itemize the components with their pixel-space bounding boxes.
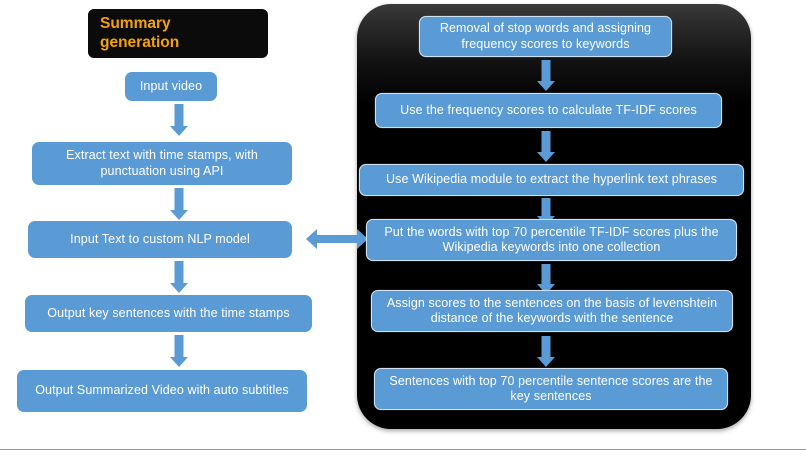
arrow-shaft [174, 104, 184, 126]
arrow-head [537, 284, 555, 294]
arrow-shaft [541, 336, 551, 357]
node-levenshtein-scores[interactable]: Assign scores to the sentences on the ba… [371, 290, 733, 332]
page-title-text: Summary generation [100, 14, 180, 51]
node-input-video[interactable]: Input video [125, 72, 217, 101]
arrow-shaft [174, 261, 184, 283]
arrow-shaft [174, 335, 184, 357]
node-output-summarized-label: Output Summarized Video with auto subtit… [35, 383, 289, 398]
node-stopword-removal-label: Removal of stop words and assigning freq… [439, 21, 652, 51]
bottom-divider [0, 449, 806, 450]
arrow-head-left [306, 229, 317, 249]
arrow-shaft [174, 188, 184, 210]
node-tfidf-scores-label: Use the frequency scores to calculate TF… [400, 102, 697, 117]
arrow-input-video-to-extract-text [170, 104, 188, 136]
arrow-head-right [357, 229, 368, 249]
arrow-extract-text-to-input-text-nlp [170, 188, 188, 220]
node-extract-text[interactable]: Extract text with time stamps, with punc… [32, 142, 292, 185]
node-collect-keywords[interactable]: Put the words with top 70 percentile TF-… [366, 219, 737, 261]
arrow-bidirectional-nlp-link [306, 226, 368, 252]
node-stopword-removal[interactable]: Removal of stop words and assigning freq… [419, 16, 672, 57]
arrow-shaft [316, 235, 358, 243]
arrow-head [170, 357, 188, 367]
arrow-tfidf-scores-to-wikipedia-module [537, 131, 555, 162]
arrow-shaft [541, 198, 551, 216]
node-levenshtein-scores-label: Assign scores to the sentences on the ba… [386, 295, 718, 325]
node-output-key-sentences-label: Output key sentences with the time stamp… [47, 305, 290, 320]
node-wikipedia-module-label: Use Wikipedia module to extract the hype… [386, 172, 717, 187]
arrow-head [537, 152, 555, 162]
arrow-head [537, 81, 555, 91]
page-title: Summary generation [88, 9, 268, 58]
node-extract-text-label: Extract text with time stamps, with punc… [66, 148, 258, 178]
node-key-sentences-label: Sentences with top 70 percentile sentenc… [389, 373, 713, 403]
arrow-shaft [541, 60, 551, 81]
node-output-summarized[interactable]: Output Summarized Video with auto subtit… [17, 370, 307, 412]
node-input-text-nlp-label: Input Text to custom NLP model [70, 231, 250, 246]
arrow-head [537, 357, 555, 367]
node-tfidf-scores[interactable]: Use the frequency scores to calculate TF… [375, 93, 722, 128]
arrow-stopword-removal-to-tfidf-scores [537, 60, 555, 91]
node-output-key-sentences[interactable]: Output key sentences with the time stamp… [25, 295, 312, 332]
node-input-text-nlp[interactable]: Input Text to custom NLP model [28, 221, 292, 258]
arrow-shaft [541, 264, 551, 284]
arrow-collect-keywords-to-levenshtein-scores [537, 264, 555, 294]
node-wikipedia-module[interactable]: Use Wikipedia module to extract the hype… [359, 164, 744, 196]
arrow-levenshtein-scores-to-key-sentences [537, 336, 555, 368]
node-collect-keywords-label: Put the words with top 70 percentile TF-… [384, 224, 719, 254]
arrow-input-text-nlp-to-output-key-sentences [170, 261, 188, 293]
arrow-output-key-sentences-to-output-summarized [170, 335, 188, 367]
node-key-sentences[interactable]: Sentences with top 70 percentile sentenc… [374, 368, 728, 410]
node-input-video-label: Input video [139, 78, 203, 93]
arrow-shaft [541, 131, 551, 152]
arrow-head [170, 126, 188, 136]
arrow-head [170, 210, 188, 220]
arrow-head [170, 283, 188, 293]
